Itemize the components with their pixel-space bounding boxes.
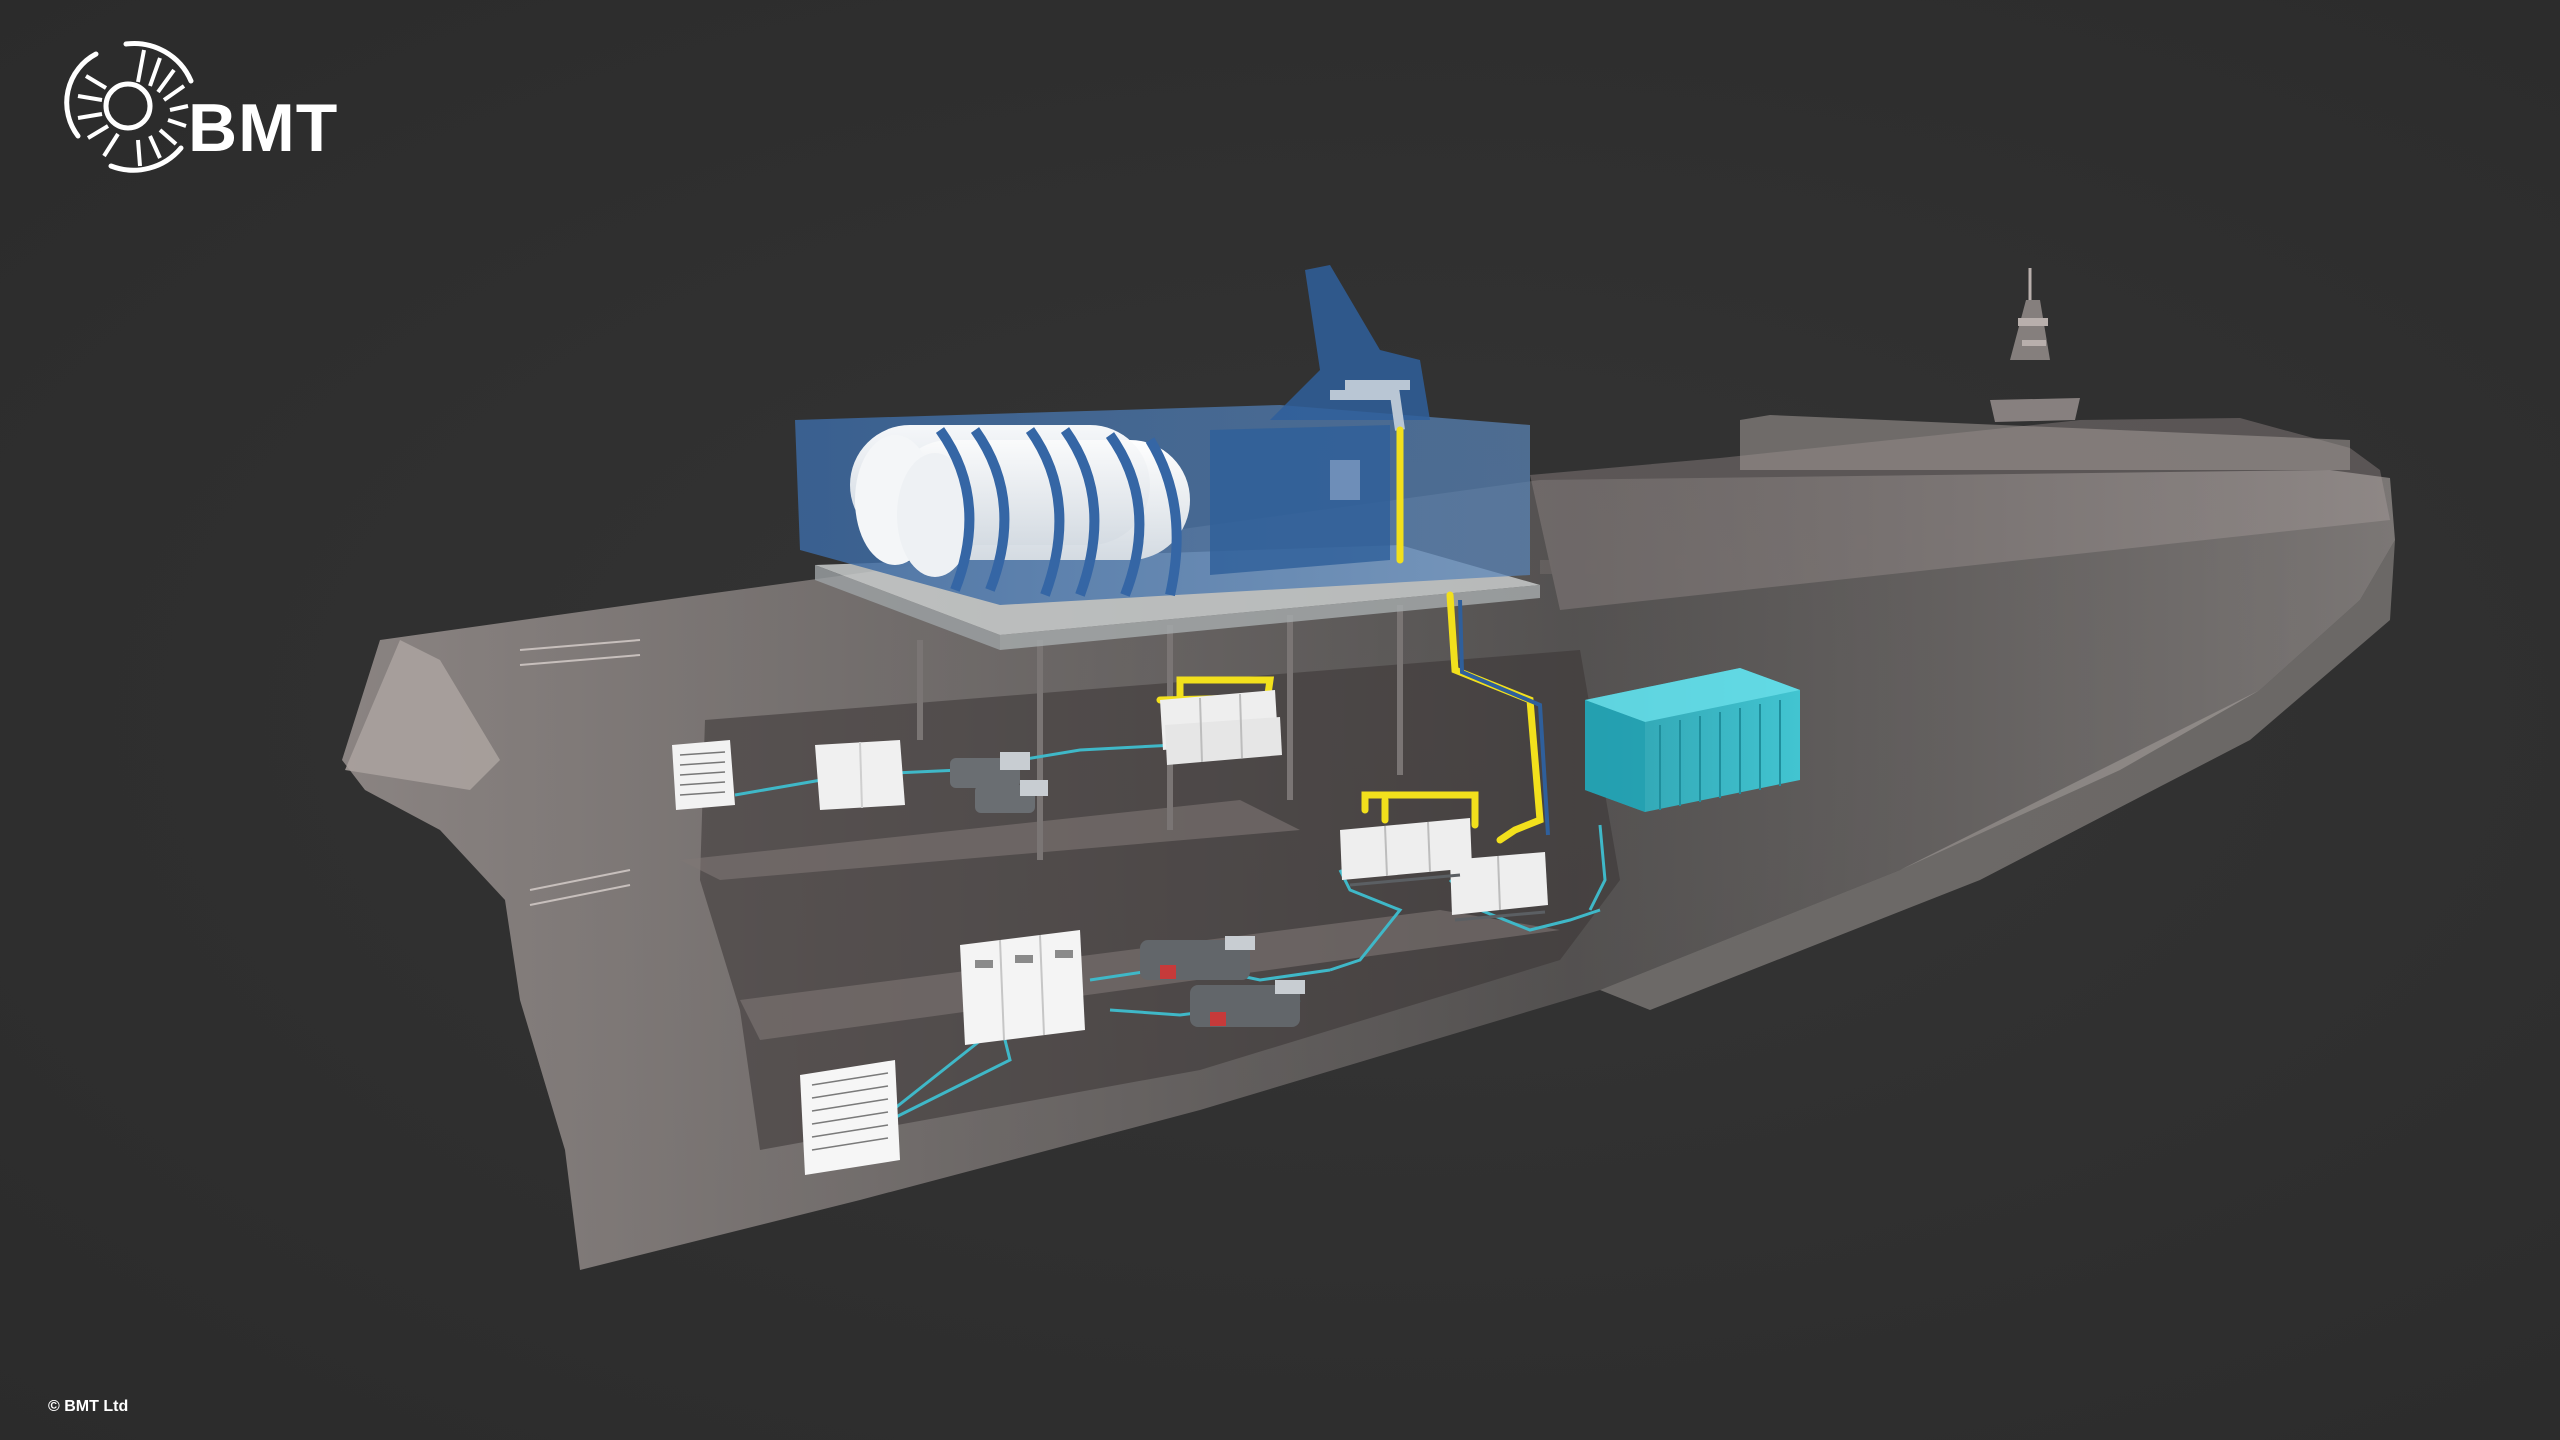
bmt-logo: BMT (56, 36, 386, 176)
storage-tanks (850, 425, 1190, 597)
lower-deck-equipment (800, 818, 1548, 1175)
bmt-globe-mark-icon (64, 41, 194, 173)
hydrogen-tank-room (795, 265, 1530, 605)
copyright-notice: © BMT Ltd (48, 1398, 129, 1415)
brand-name: BMT (188, 90, 339, 166)
battery-container (1585, 668, 1800, 812)
upper-deck-equipment (672, 690, 1282, 813)
